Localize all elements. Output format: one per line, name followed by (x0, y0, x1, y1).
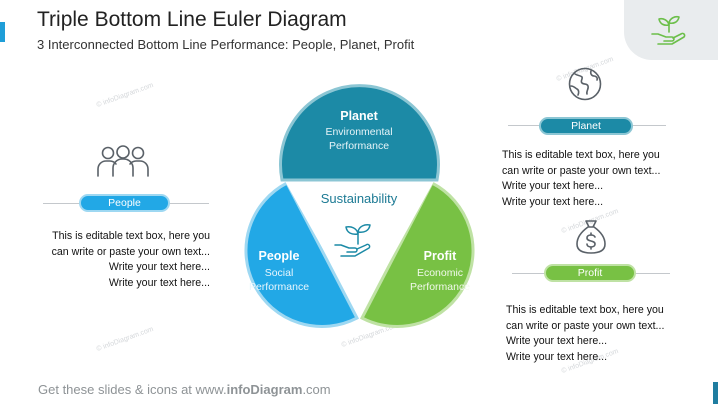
footer-suffix: .com (302, 382, 331, 397)
people-segment[interactable] (244, 180, 360, 329)
left-accent-bar (0, 22, 5, 42)
planet-line2: Performance (329, 140, 389, 152)
people-title: People (259, 249, 300, 263)
text-line: Write your text here... (506, 335, 608, 347)
planet-text-box[interactable]: This is editable text box, here you can … (502, 148, 660, 210)
planet-title: Planet (340, 109, 378, 123)
text-line: This is editable text box, here you (52, 230, 210, 242)
people-text-box[interactable]: This is editable text box, here you can … (52, 229, 210, 291)
people-icon (97, 145, 149, 177)
people-pill: People (79, 194, 170, 212)
planet-segment[interactable] (279, 84, 440, 182)
page-subtitle: 3 Interconnected Bottom Line Performance… (37, 37, 415, 52)
profit-line1: Economic (417, 267, 463, 279)
text-line: can write or paste your own text... (502, 164, 661, 177)
people-line1: Social (265, 267, 294, 279)
footer-brand[interactable]: infoDiagram (226, 382, 303, 397)
text-line: can write or paste your own text... (51, 245, 210, 258)
people-line2: Performance (249, 281, 309, 293)
text-line: Write your text here... (502, 180, 604, 192)
text-line: Write your text here... (108, 261, 210, 273)
text-line: Write your text here... (108, 276, 210, 289)
hand-plant-icon (334, 224, 371, 257)
money-bag-icon (576, 220, 606, 254)
page-title: Triple Bottom Line Euler Diagram (37, 8, 347, 31)
profit-title: Profit (424, 249, 457, 263)
profit-text-box[interactable]: This is editable text box, here you can … (506, 303, 664, 365)
profit-pill: Profit (544, 264, 636, 282)
hand-plant-icon (651, 15, 686, 45)
sustainability-label: Sustainability (321, 191, 398, 206)
planet-pill: Planet (539, 117, 633, 135)
text-line: can write or paste your own text... (506, 319, 665, 332)
corner-badge (624, 0, 718, 60)
text-line: This is editable text box, here you (502, 149, 660, 161)
planet-line1: Environmental (325, 126, 392, 138)
profit-line2: Performance (410, 281, 470, 293)
footer: Get these slides & icons at www.infoDiag… (38, 382, 331, 397)
globe-icon (568, 67, 602, 101)
profit-segment[interactable] (359, 180, 475, 329)
text-line: Write your text here... (506, 350, 608, 363)
right-accent-bar (713, 382, 718, 404)
text-line: This is editable text box, here you (506, 304, 664, 316)
text-line: Write your text here... (502, 195, 604, 208)
footer-prefix: Get these slides & icons at www. (38, 382, 227, 397)
